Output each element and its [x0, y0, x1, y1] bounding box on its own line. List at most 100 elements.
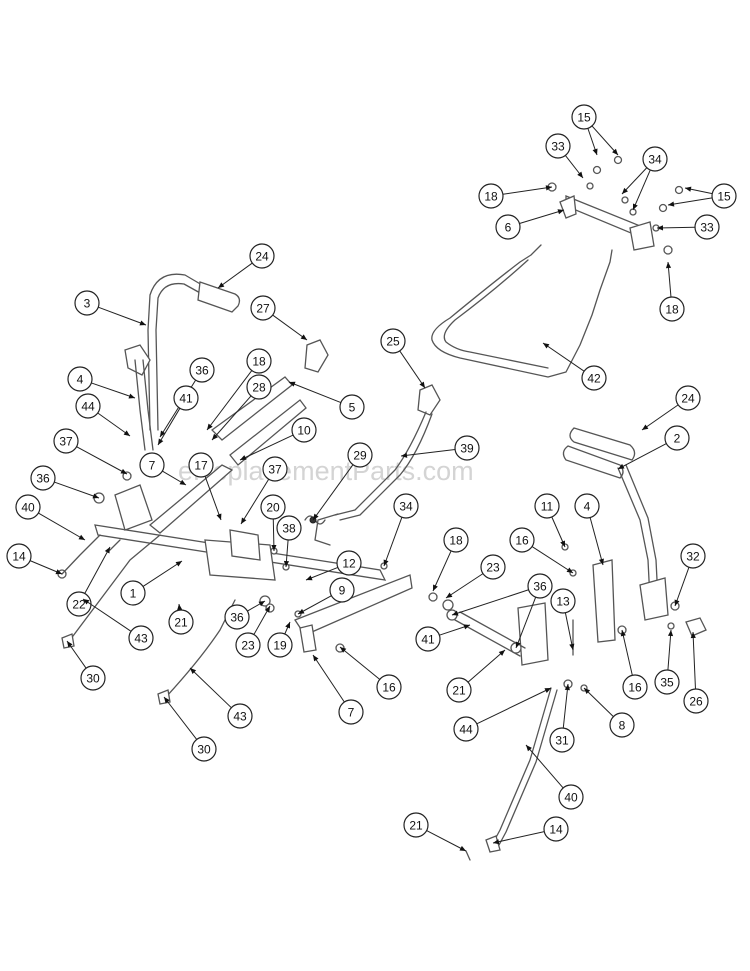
callout-number: 43 [233, 710, 247, 724]
callout-circle [581, 365, 607, 391]
callout-circle [75, 393, 101, 419]
arrowhead-icon [158, 438, 164, 445]
callout-12: 12 [305, 550, 362, 581]
callout-circle [227, 703, 253, 729]
arrowhead-icon [493, 839, 500, 845]
callout-40: 40 [525, 744, 584, 810]
callout-leader [583, 687, 614, 717]
arrowhead-icon [313, 513, 319, 520]
callout-23: 23 [235, 605, 271, 658]
right-handle-assembly [562, 427, 707, 637]
callout-number: 5 [349, 401, 356, 415]
arrowhead-icon [216, 513, 222, 520]
callout-number: 2 [674, 432, 681, 446]
callout-circle [527, 573, 553, 599]
arrowhead-icon [207, 423, 213, 430]
arrowhead-icon [564, 684, 570, 691]
arrowhead-icon [120, 468, 127, 474]
callout-32: 32 [674, 543, 706, 607]
callout-16: 16 [509, 527, 574, 574]
callout-number: 15 [577, 111, 591, 125]
arrowhead-icon [526, 745, 532, 752]
callout-number: 30 [197, 743, 211, 757]
callout-number: 37 [268, 463, 282, 477]
callout-circle [534, 493, 560, 519]
callout-39: 39 [400, 435, 480, 461]
arrowhead-icon [264, 606, 270, 613]
arrowhead-icon [622, 187, 629, 194]
callout-number: 21 [409, 819, 423, 833]
callout-circle [267, 632, 293, 658]
callout-leader [515, 597, 537, 649]
callout-number: 41 [179, 392, 193, 406]
callout-circle [550, 588, 576, 614]
callout-circle [74, 290, 100, 316]
callout-number: 40 [21, 501, 35, 515]
arrowhead-icon [419, 381, 425, 388]
callout-leader [617, 443, 667, 470]
callout-leader [519, 209, 565, 224]
callout-number: 36 [533, 580, 547, 594]
callout-24: 24 [217, 243, 275, 289]
arrowhead-icon [283, 560, 290, 567]
callout-leader [98, 306, 147, 326]
callout-number: 23 [241, 639, 255, 653]
callout-circle [235, 632, 261, 658]
callout-circle [393, 493, 419, 519]
callout-16: 16 [620, 629, 648, 700]
arrowhead-icon [313, 655, 319, 662]
callout-number: 15 [717, 190, 731, 204]
callout-number: 12 [342, 557, 356, 571]
arrowhead-icon [560, 540, 565, 547]
arrowhead-icon [218, 282, 225, 288]
callout-leader [312, 464, 354, 521]
callout-21: 21 [403, 812, 467, 852]
callout-number: 13 [556, 595, 570, 609]
callout-number: 38 [282, 522, 296, 536]
callout-leader [476, 687, 552, 725]
callout-18: 18 [659, 261, 685, 322]
callout-circle [191, 736, 217, 762]
callout-circle [139, 452, 165, 478]
callout-number: 44 [81, 400, 95, 414]
callout-8: 8 [583, 687, 635, 738]
callout-circle [680, 543, 706, 569]
callout-leader [339, 646, 381, 680]
callout-leader [656, 226, 696, 229]
arrowhead-icon [179, 479, 186, 485]
callout-leader [621, 629, 633, 676]
callout-number: 7 [149, 459, 156, 473]
arrowhead-icon [657, 225, 664, 231]
callout-circle [478, 183, 504, 209]
callout-number: 3 [84, 297, 91, 311]
arrowhead-icon [452, 610, 459, 616]
callout-leader [445, 573, 484, 599]
callout-13: 13 [550, 588, 576, 651]
callout-number: 26 [689, 695, 703, 709]
callout-circle [260, 494, 286, 520]
callout-circle [571, 104, 597, 130]
callout-number: 35 [660, 676, 674, 690]
callout-number: 24 [255, 250, 269, 264]
callout-number: 1 [130, 587, 137, 601]
callout-number: 34 [648, 153, 662, 167]
callout-leader [54, 481, 100, 499]
callout-7: 7 [139, 452, 187, 486]
callout-circle [574, 493, 600, 519]
callout-number: 16 [382, 681, 396, 695]
arrowhead-icon [92, 493, 99, 499]
callout-number: 34 [399, 500, 413, 514]
callout-6: 6 [495, 209, 565, 240]
callout-leader [288, 381, 342, 404]
callout-41: 41 [415, 624, 471, 652]
callout-37: 37 [53, 428, 128, 475]
arrowhead-icon [401, 452, 408, 458]
callout-leader [239, 434, 294, 461]
callout-circle [336, 550, 362, 576]
callout-17: 17 [188, 452, 222, 521]
callout-leader [525, 744, 564, 789]
callout-circle [339, 394, 365, 420]
callout-number: 40 [564, 791, 578, 805]
arrowhead-icon [383, 559, 389, 566]
callout-circle [443, 527, 469, 553]
